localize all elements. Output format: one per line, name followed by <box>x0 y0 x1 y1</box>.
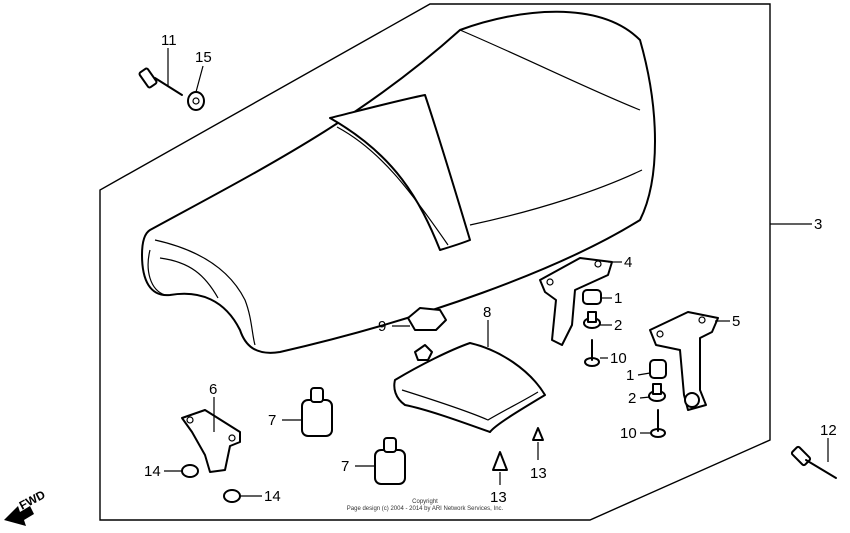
leader-2-lower <box>639 396 651 399</box>
collar-2-upper <box>583 311 601 329</box>
copyright-line-1: Copyright <box>412 499 438 505</box>
collar-2-lower <box>648 383 666 402</box>
cushion-9 <box>407 307 447 331</box>
callout-6: 6 <box>209 381 217 398</box>
bolt-12 <box>790 445 837 479</box>
grommet-1-upper <box>582 289 602 305</box>
callout-1-lower: 1 <box>626 367 634 384</box>
callout-5: 5 <box>732 313 740 330</box>
bolt-11 <box>138 67 183 96</box>
bracket-6 <box>181 409 241 473</box>
callout-11: 11 <box>161 32 177 49</box>
callout-10-lower: 10 <box>620 425 637 442</box>
clip-13-left <box>492 451 508 471</box>
callout-9: 9 <box>378 318 386 335</box>
callout-7-lower: 7 <box>341 458 349 475</box>
copyright-line-2: Page design (c) 2004 - 2014 by ARI Netwo… <box>347 506 504 512</box>
grommet-14-upper <box>181 464 199 478</box>
fwd-arrow: FWD <box>4 487 48 526</box>
leader-1-lower <box>637 372 651 376</box>
bolt-10-lower <box>650 409 666 438</box>
callout-10-upper: 10 <box>610 350 627 367</box>
callout-14-upper: 14 <box>144 463 161 480</box>
callout-7-upper: 7 <box>268 412 276 429</box>
grommet-1-lower <box>649 359 667 379</box>
seat <box>141 10 656 354</box>
callout-2-upper: 2 <box>614 317 622 334</box>
damper-7-upper <box>301 387 333 437</box>
callout-15: 15 <box>195 49 212 66</box>
damper-7-lower <box>374 437 406 485</box>
callout-4: 4 <box>624 254 632 271</box>
callout-14-lower: 14 <box>264 488 281 505</box>
callout-13-right: 13 <box>530 465 547 482</box>
callout-8: 8 <box>483 304 491 321</box>
leader-15 <box>195 65 204 93</box>
callout-13-left: 13 <box>490 489 507 506</box>
grommet-14-lower <box>223 489 241 503</box>
washer-15 <box>187 91 205 111</box>
callout-3: 3 <box>814 216 822 233</box>
callout-1-upper: 1 <box>614 290 622 307</box>
tray-8 <box>393 342 546 433</box>
callout-2-lower: 2 <box>628 390 636 407</box>
fwd-label: FWD <box>17 487 48 512</box>
bracket-4 <box>539 257 613 346</box>
assembly-boundary <box>99 3 771 521</box>
clip-13-right <box>532 427 544 441</box>
bolt-10-upper <box>584 339 600 367</box>
bracket-5 <box>649 311 719 411</box>
callout-12: 12 <box>820 422 837 439</box>
